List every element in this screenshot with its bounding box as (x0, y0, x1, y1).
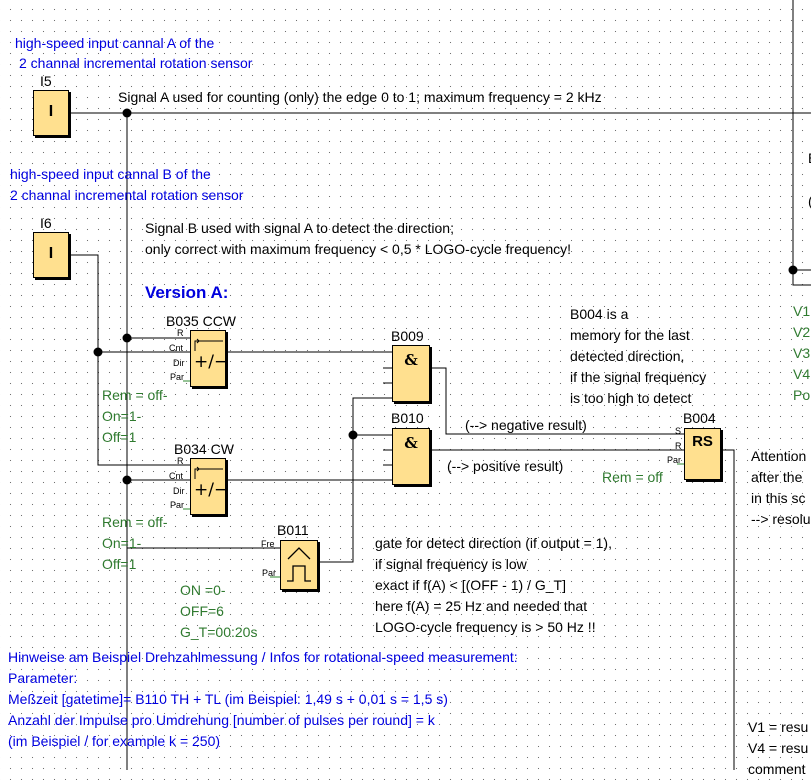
pin-par: Par (262, 568, 277, 578)
pin-cnt: Cnt (169, 471, 184, 481)
hint-line4: Anzahl der Impulse pro Umdrehung [number… (8, 712, 435, 728)
note-b004-line3: detected direction, (570, 348, 685, 364)
block-b034-label: B034 CW (174, 441, 234, 457)
pin-dir: Dir (173, 486, 185, 496)
pin-s: S (675, 426, 682, 436)
b011-param-off: OFF=6 (180, 603, 224, 619)
b035-param-on: On=1- (102, 408, 142, 424)
hint-line3: Meßzeit [gatetime]= B110 TH + TL (im Bei… (8, 691, 448, 707)
pin-dir: Dir (173, 358, 185, 368)
note-channel-b-line2: 2 channal incremental rotation sensor (10, 187, 244, 203)
pin-par: Par (170, 500, 185, 510)
note-attention-line3: in this sc (751, 490, 806, 506)
note-attention-line4: --> resolu (751, 511, 811, 527)
hint-line5: (im Beispiel / for example k = 250) (8, 733, 221, 749)
pin-fre: Fre (261, 539, 275, 549)
note-attention-line2: after the (751, 469, 803, 485)
note-channel-a-line2: 2 channal incremental rotation sensor (19, 55, 253, 71)
block-i6-label: I6 (40, 215, 52, 231)
block-b034-counter[interactable]: +/− (190, 458, 228, 515)
frequency-trigger-icon (287, 547, 311, 582)
pin-r: R (675, 441, 682, 451)
right-top-glyph1: E (808, 148, 811, 169)
hint-line1: Hinweise am Beispiel Drehzahlmessung / I… (8, 649, 518, 665)
block-b011-label: B011 (277, 522, 309, 538)
svg-text:+/−: +/− (194, 352, 225, 372)
right-param-po: Po (793, 387, 811, 403)
block-b011-frequency-trigger[interactable] (280, 540, 318, 590)
pin-par: Par (170, 372, 185, 382)
note-positive-result: (--> positive result) (447, 458, 564, 474)
note-gate-line4: here f(A) = 25 Hz and needed that (375, 598, 588, 614)
note-channel-b-line1: high-speed input cannal B of the (10, 166, 211, 182)
block-i6[interactable]: I (33, 232, 69, 278)
block-i5[interactable]: I (33, 90, 69, 136)
block-i5-label: I5 (40, 73, 52, 89)
b034-param-off: Off=1 (102, 556, 137, 572)
note-gate-line1: gate for detect direction (if output = 1… (375, 535, 612, 551)
note-b004-line2: memory for the last (570, 327, 690, 343)
input-symbol: I (48, 103, 54, 120)
and-symbol: & (404, 351, 418, 369)
note-signal-a: Signal A used for counting (only) the ed… (118, 89, 602, 105)
block-b010-label: B010 (391, 410, 424, 426)
note-b004-line4: if the signal frequency (570, 369, 707, 385)
b034-param-on: On=1- (102, 535, 142, 551)
right-bottom-line1: V1 = resu (748, 719, 809, 735)
note-channel-a-line1: high-speed input cannal A of the (15, 35, 215, 51)
block-b004-label: B004 (683, 410, 716, 426)
note-signal-b-line2: only correct with maximum frequency < 0,… (145, 241, 571, 257)
note-signal-b-line1: Signal B used with signal A to detect th… (145, 220, 454, 236)
block-b035-label: B035 CCW (166, 313, 237, 329)
right-top-glyph3: ( (808, 191, 811, 212)
block-b010-and[interactable]: & (392, 428, 430, 485)
b011-param-on: ON =0- (180, 582, 226, 598)
up-down-counter-icon: +/− (194, 466, 228, 500)
block-b035-counter[interactable]: +/− (190, 330, 228, 387)
note-attention-line1: Attention (751, 448, 807, 464)
note-gate-line3: exact if f(A) < [(OFF - 1) / G_T] (375, 577, 566, 593)
rs-symbol: RS (692, 433, 713, 450)
note-b004-line1: B004 is a (570, 306, 629, 322)
right-bottom-line2: V4 = resu (748, 740, 809, 756)
pin-r: R (177, 456, 184, 466)
b011-param-gt: G_T=00:20s (180, 624, 258, 640)
note-negative-result: (--> negative result) (465, 417, 587, 433)
block-b004-rs-latch[interactable]: RS (684, 428, 721, 480)
version-heading: Version A: (145, 283, 229, 302)
hint-line2: Parameter: (8, 670, 78, 686)
note-gate-line2: if signal frequency is low (375, 556, 527, 572)
b034-param-rem: Rem = off- (102, 514, 168, 530)
block-b009-and[interactable]: & (392, 345, 430, 402)
right-param-v1: V1 (793, 303, 811, 319)
pin-r: R (177, 328, 184, 338)
pin-par: Par (667, 455, 682, 465)
right-param-v4: V4 (793, 366, 811, 382)
and-symbol: & (404, 434, 418, 452)
b004-param-rem: Rem = off (602, 469, 663, 485)
b035-param-rem: Rem = off- (102, 387, 168, 403)
right-param-v2: V2 (793, 324, 811, 340)
note-gate-line5: LOGO-cycle frequency is > 50 Hz !! (375, 619, 596, 635)
block-b009-label: B009 (391, 328, 424, 344)
pin-cnt: Cnt (169, 343, 184, 353)
up-down-counter-icon: +/− (194, 338, 228, 372)
input-symbol: I (48, 245, 54, 262)
svg-text:+/−: +/− (194, 480, 225, 500)
b035-param-off: Off=1 (102, 429, 137, 445)
note-b004-line5: is too high to detect (570, 390, 692, 406)
right-param-v3: V3 (793, 345, 811, 361)
